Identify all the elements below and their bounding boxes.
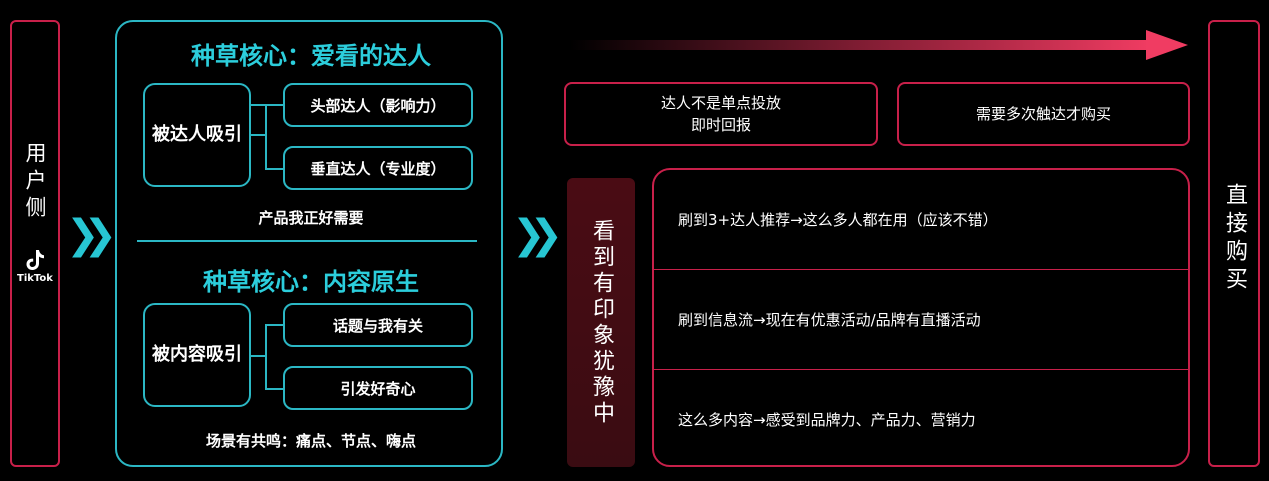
section1-title: 种草核心：爱看的达人 bbox=[191, 42, 431, 70]
section1-footnote: 产品我正好需要 bbox=[258, 209, 364, 227]
not-single-shot-box: 达人不是单点投放 即时回报 bbox=[564, 82, 878, 146]
list-item: 刷到信息流→现在有优惠活动/品牌有直播活动 bbox=[678, 311, 981, 329]
attracted-by-influencer-box: 被达人吸引 bbox=[143, 83, 251, 187]
curiosity-item: 引发好奇心 bbox=[283, 366, 473, 410]
chevron-right-icon: ❯❯ bbox=[512, 212, 563, 258]
seeding-core-panel: 种草核心：爱看的达人 被达人吸引 头部达人（影响力） 垂直达人（专业度） 产品我… bbox=[115, 20, 503, 467]
head-influencer-item: 头部达人（影响力） bbox=[283, 83, 473, 127]
section-divider bbox=[137, 240, 477, 242]
hesitating-column: 看到有印象犹豫中 bbox=[567, 178, 635, 467]
section2-title: 种草核心：内容原生 bbox=[203, 268, 419, 296]
attracted-by-content-box: 被内容吸引 bbox=[143, 303, 251, 407]
arrow-right-icon bbox=[570, 30, 1188, 60]
direct-purchase-label: 直接购买 bbox=[1222, 182, 1247, 295]
hesitating-label: 看到有印象犹豫中 bbox=[589, 218, 614, 427]
direct-purchase-column: 直接购买 bbox=[1208, 20, 1260, 467]
vertical-influencer-item: 垂直达人（专业度） bbox=[283, 146, 473, 190]
tiktok-logo: TikTok bbox=[12, 248, 58, 284]
progress-arrow bbox=[570, 28, 1190, 62]
user-side-column: 用户侧 TikTok bbox=[10, 20, 60, 467]
topic-relevant-item: 话题与我有关 bbox=[283, 303, 473, 347]
multi-touch-box: 需要多次触达才购买 bbox=[897, 82, 1190, 146]
user-side-label: 用户侧 bbox=[23, 142, 47, 223]
tiktok-wordmark: TikTok bbox=[17, 273, 53, 284]
list-item: 这么多内容→感受到品牌力、产品力、营销力 bbox=[678, 411, 976, 429]
chevron-right-icon: ❯❯ bbox=[66, 212, 117, 258]
trigger-list: 刷到3+达人推荐→这么多人都在用（应该不错） 刷到信息流→现在有优惠活动/品牌有… bbox=[652, 168, 1190, 467]
list-item: 刷到3+达人推荐→这么多人都在用（应该不错） bbox=[678, 211, 998, 229]
section2-footnote: 场景有共鸣：痛点、节点、嗨点 bbox=[205, 432, 416, 450]
tiktok-note-icon bbox=[26, 250, 44, 270]
